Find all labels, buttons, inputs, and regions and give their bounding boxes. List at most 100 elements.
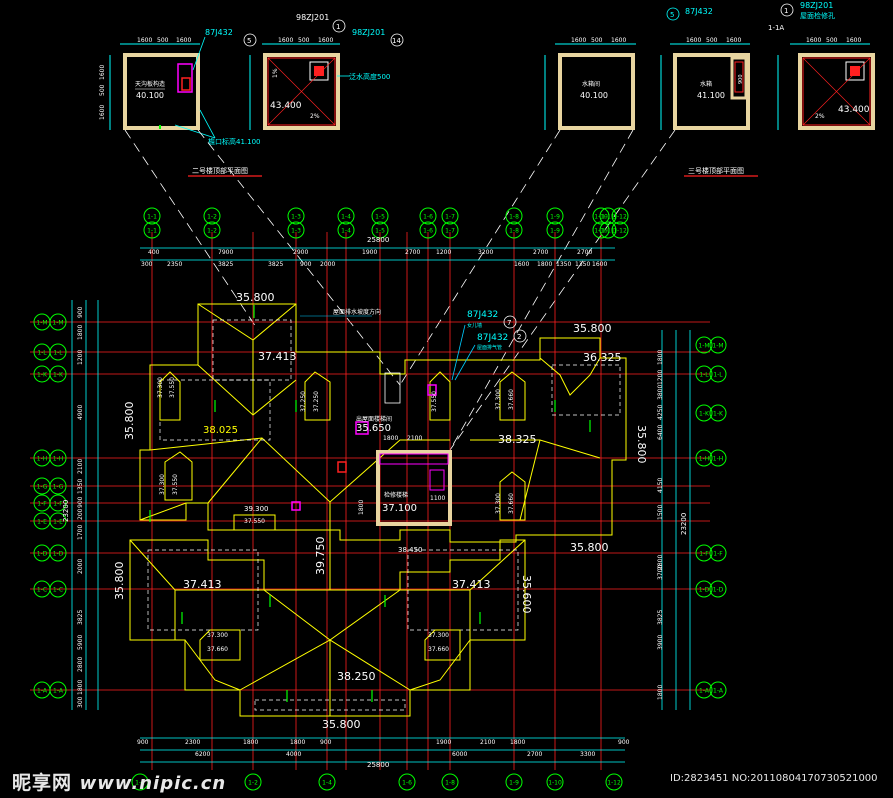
left-dim-5: 1350	[77, 479, 84, 494]
detail1-dim-a: 1600	[137, 37, 152, 44]
axis-right-6-label: 1-A	[699, 688, 710, 695]
detail-right-title: 三号楼顶部平面图	[688, 166, 744, 175]
top-dim2-0: 300	[141, 261, 153, 268]
axis-right2-0-label: 1-M	[712, 343, 723, 350]
axis-top2-6: 1-7	[441, 221, 459, 239]
elev-bottom-ridge: 38.250	[337, 670, 376, 683]
axis-right2-0: 1-M	[709, 336, 727, 354]
callout-ref1-num: 7	[507, 319, 511, 327]
callout-ref2: 87J432	[477, 333, 508, 343]
axis-top2-9-circle	[592, 221, 610, 239]
top-dim2-3: 3825	[268, 261, 283, 268]
axis-bottom-5-label: 1-9	[509, 780, 519, 787]
axis-left-7-label: 1-D	[37, 551, 48, 558]
rdetail3-dim-c: 1600	[846, 37, 861, 44]
rdetail2-wall	[673, 53, 750, 130]
elev-roof-r: 36.325	[583, 351, 622, 364]
drain-arrows	[149, 305, 591, 702]
detail2-slope: 1%	[272, 68, 279, 78]
axis-right-0-circle	[695, 336, 713, 354]
axis-top-2: 1-3	[287, 207, 305, 225]
rdetail1-wall	[558, 53, 635, 130]
axis-top-3-circle	[337, 207, 355, 225]
detail2-elev: 43.400	[270, 101, 302, 111]
elev-sky5: 37.250	[300, 391, 307, 412]
axis-top-2-label: 1-3	[291, 214, 301, 221]
left-dim-3: 4900	[77, 405, 84, 420]
axis-right-0: 1-M	[695, 336, 713, 354]
left-dim-9: 2000	[77, 559, 84, 574]
axis-top-8-label: 1-9	[550, 214, 560, 221]
axis-left2-8: 1-C	[49, 580, 67, 598]
rdetail1-dim-b: 500	[591, 37, 603, 44]
right-dim-total: 23200	[680, 513, 688, 535]
axis-top2-4-label: 1-5	[375, 228, 385, 235]
axis-bottom-1: 1-2	[244, 773, 262, 791]
callout-ref2-num: 2	[517, 333, 521, 341]
axis-top2-8: 1-9	[546, 221, 564, 239]
right-dim-6: 1500	[657, 505, 664, 520]
axis-bottom-1-circle	[244, 773, 262, 791]
axis-top-0-circle	[143, 207, 161, 225]
axis-right-6: 1-A	[695, 681, 713, 699]
right-dim-5: 4150	[657, 478, 664, 493]
detail2-ref: 98ZJ201	[296, 13, 329, 22]
callout-dim-1800: 1800	[383, 435, 398, 442]
axis-top2-0: 1-1	[143, 221, 161, 239]
axis-right-2: 1-K	[695, 404, 713, 422]
axis-right-4-circle	[695, 544, 713, 562]
axis-left-3-label: 1-H	[37, 456, 48, 463]
right-dim-9: 3825	[657, 610, 664, 625]
elev-center-v: 39.750	[314, 537, 327, 576]
axis-top-7-label: 1-8	[509, 214, 519, 221]
rdetail2-dim-b: 500	[706, 37, 718, 44]
axis-left2-0: 1-M	[49, 313, 67, 331]
axis-top2-5: 1-6	[419, 221, 437, 239]
detail1-ref: 87J432	[205, 28, 233, 37]
axis-top-8-circle	[546, 207, 564, 225]
elev-ridge-b: 35.800	[322, 718, 361, 731]
callout-stair-label: 出屋面楼梯间	[356, 415, 392, 423]
elev-sky6: 37.250	[313, 391, 320, 412]
axis-bottom-4: 1-8	[441, 773, 459, 791]
axis-bottom-7-circle	[605, 773, 623, 791]
axis-top2-0-circle	[143, 221, 161, 239]
elev-main-ridge: 38.025	[203, 425, 238, 436]
axis-bottom-5: 1-9	[505, 773, 523, 791]
detail2-ref2-num: 14	[392, 37, 401, 45]
axis-right-5: 1-D	[695, 580, 713, 598]
elev-sky7: 37.550	[431, 391, 438, 412]
axis-top-11: 1-12	[611, 207, 629, 225]
axis-right2-1-label: 1-L	[713, 372, 723, 379]
axis-top2-7-circle	[505, 221, 523, 239]
rdetail3-dim-b: 500	[826, 37, 838, 44]
elev-sky-center: 37.550	[244, 518, 265, 525]
elev-sky8: 37.300	[495, 493, 502, 514]
elev-roof-b: 37.413	[183, 578, 222, 591]
axis-top-0-label: 1-1	[147, 214, 157, 221]
axis-bottom-0-circle	[131, 773, 149, 791]
axis-right2-4-label: 1-F	[713, 551, 723, 558]
axis-top-10-circle	[599, 207, 617, 225]
detail2-wall	[263, 53, 340, 130]
rdetail1-elev: 40.100	[580, 91, 608, 100]
axis-bottom-3-circle	[398, 773, 416, 791]
callout-ref-note1: 女儿墙	[467, 322, 482, 329]
axis-top-9-label: 1-10	[594, 214, 608, 221]
rdetail1-dim-c: 1600	[611, 37, 626, 44]
top-dim1-2: 2900	[293, 249, 308, 256]
dimension-lines	[71, 247, 691, 763]
axis-left2-1: 1-L	[49, 343, 67, 361]
elev-center-lbl: 39.300	[244, 505, 269, 513]
axis-bottom-7: 1-12	[605, 773, 623, 791]
stair-shaft	[291, 372, 452, 526]
axis-left2-1-circle	[49, 343, 67, 361]
axis-right2-1: 1-L	[709, 365, 727, 383]
elev-ridge-tr: 35.800	[573, 322, 612, 335]
axis-left-5-label: 1-F	[37, 501, 47, 508]
left-dim-4: 2100	[77, 459, 84, 474]
